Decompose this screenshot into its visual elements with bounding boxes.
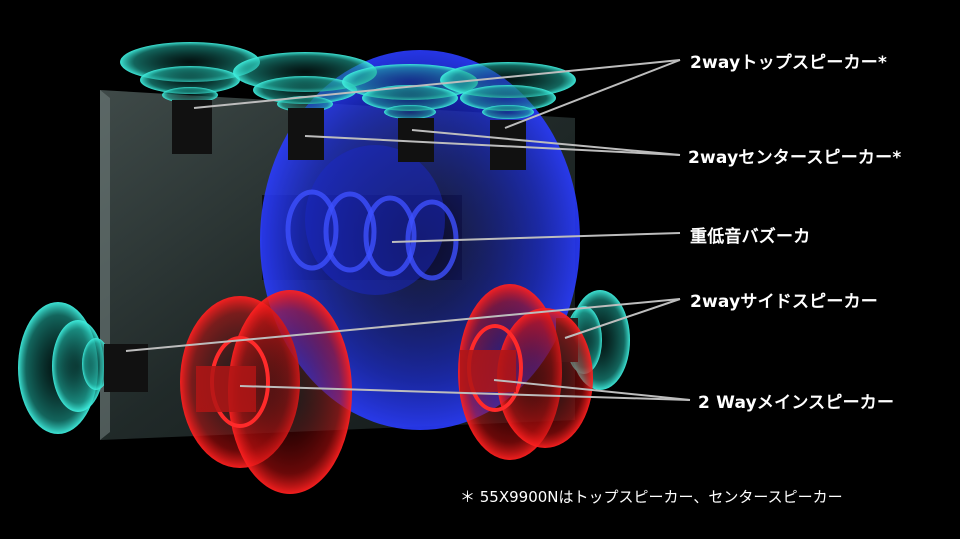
side-speaker-left xyxy=(18,302,148,434)
label-center-speaker: 2wayセンタースピーカー* xyxy=(688,148,902,168)
leader-lines xyxy=(125,59,691,401)
main-speaker-left xyxy=(180,290,352,494)
label-woofer: 重低音バズーカ xyxy=(690,227,811,247)
label-main-speaker: 2 Wayメインスピーカー xyxy=(698,393,895,413)
top-speaker-left xyxy=(120,42,260,154)
main-speaker-right xyxy=(458,284,593,460)
top-speakers xyxy=(120,42,576,170)
top-speaker-right xyxy=(440,62,576,170)
footnote: ＊ 55X9900Nはトップスピーカー、センタースピーカー xyxy=(460,488,843,506)
label-top-speaker: 2wayトップスピーカー* xyxy=(690,53,888,73)
label-side-speaker: 2wayサイドスピーカー xyxy=(690,292,878,312)
top-speaker-center-left xyxy=(233,52,377,160)
